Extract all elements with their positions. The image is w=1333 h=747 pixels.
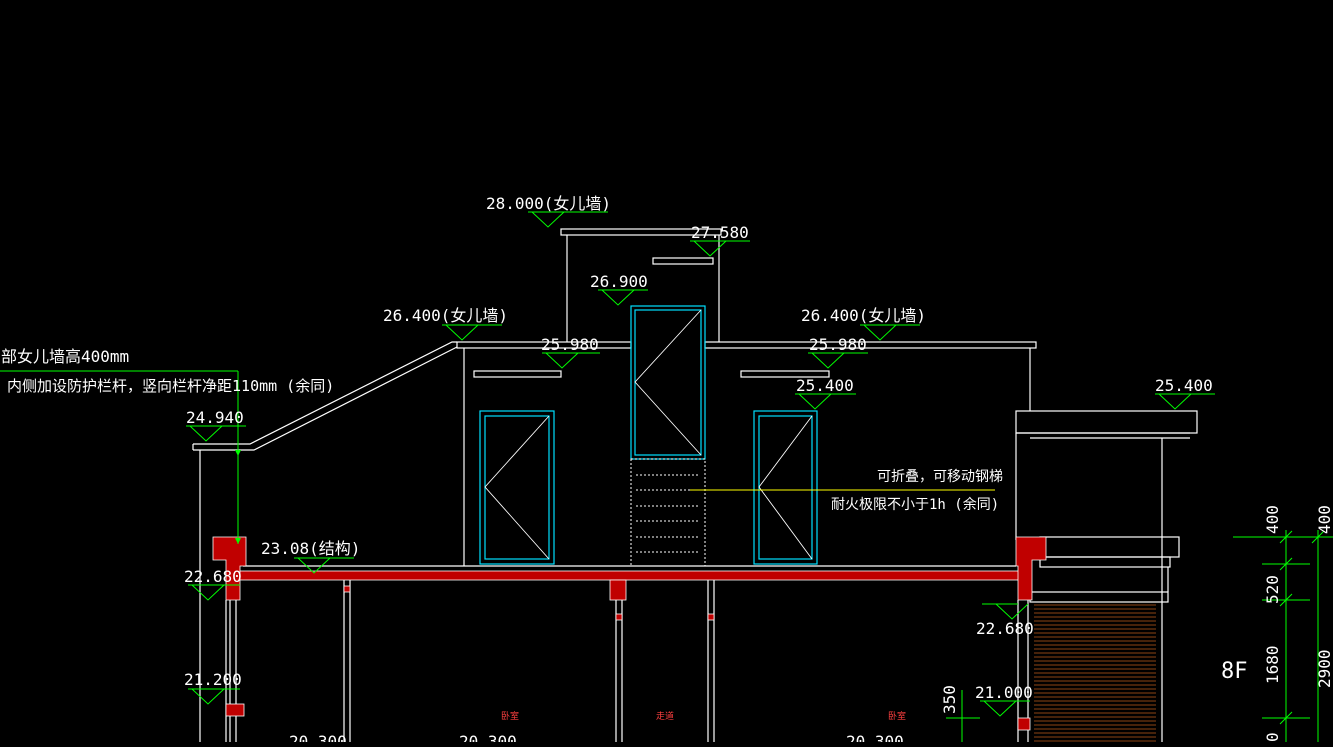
elev-stair-window-top: 26.900	[590, 272, 648, 291]
dim-0-left: 0	[1263, 732, 1282, 742]
slab-beam-mid	[609, 579, 627, 601]
canopy-slab	[652, 257, 714, 265]
terrace-floor-band-2	[1039, 556, 1171, 568]
room-label-left: 卧室	[501, 710, 519, 722]
elev-ceiling-c: 20.300	[846, 732, 904, 742]
mark-door-head-right-triangle	[798, 393, 832, 410]
stair-window	[630, 305, 706, 460]
openings	[479, 305, 818, 565]
dimension-chain	[946, 530, 1333, 742]
opening-swing-lines	[484, 309, 813, 560]
elev-ceiling-b: 20.300	[459, 732, 517, 742]
roof-slab-right	[704, 341, 1037, 349]
col-c-mark	[707, 613, 715, 621]
elev-parapet-right: 26.400(女儿墙)	[801, 306, 926, 325]
right-parapet-block	[1015, 536, 1047, 601]
mark-floor-right-triangle	[995, 603, 1029, 620]
folding-ladder	[630, 458, 706, 567]
elev-canopy: 27.580	[691, 223, 749, 242]
mark-parapet-left-triangle	[445, 324, 479, 341]
room-label-right: 卧室	[888, 710, 906, 722]
dim-520: 520	[1263, 575, 1282, 604]
mark-floor-left-triangle	[191, 584, 225, 601]
mark-roof-left-triangle	[545, 352, 579, 369]
elev-lower-right: 21.000	[975, 683, 1033, 702]
elev-floor-left: 22.680	[184, 567, 242, 586]
elev-roof-right: 25.980	[809, 335, 867, 354]
note-leader-arrow	[235, 450, 241, 456]
terrace-hatch	[1034, 604, 1156, 742]
mark-lower-right-triangle	[983, 700, 1017, 717]
terrace-floor-band	[1039, 536, 1180, 558]
lower-beam-right	[1017, 717, 1031, 731]
floor-label: 8F	[1221, 659, 1248, 684]
main-slab	[231, 570, 1029, 581]
elevation-markers	[186, 211, 1215, 717]
elev-ceiling-a: 20.300	[289, 732, 347, 742]
elev-floor-right: 22.680	[976, 619, 1034, 638]
mark-roof-right-triangle	[811, 352, 845, 369]
sloped-parapet-outer	[193, 341, 457, 445]
elev-parapet-left: 26.400(女儿墙)	[383, 306, 508, 325]
col-a-mark	[343, 585, 351, 593]
roof-beam-left	[473, 370, 562, 378]
door-left-swing	[484, 415, 550, 560]
elev-terrace-right: 25.400	[1155, 376, 1213, 395]
mark-slope-start-triangle	[189, 425, 223, 442]
mark-structure-floor-triangle	[297, 557, 331, 574]
dim-1680: 1680	[1263, 645, 1282, 684]
note-railing: 内侧加设防护栏杆，竖向栏杆净距110mm (余同)	[7, 377, 334, 395]
mark-parapet-right-triangle	[863, 324, 897, 341]
elev-door-head-right: 25.400	[796, 376, 854, 395]
mark-stair-window-top-triangle	[601, 289, 635, 306]
note-fire-rating: 耐火极限不小于1h (余同)	[831, 496, 999, 513]
elev-structure-floor: 23.08(结构)	[261, 539, 360, 558]
room-label-middle: 走道	[656, 710, 674, 722]
mark-lower-left-triangle	[191, 688, 225, 705]
door-right-swing	[758, 415, 813, 560]
note-ladder: 可折叠，可移动钢梯	[877, 469, 1003, 485]
door-left	[479, 410, 555, 565]
elev-roof-left: 25.980	[541, 335, 599, 354]
mark-terrace-right-triangle	[1158, 393, 1192, 410]
dim-400-a: 400	[1263, 505, 1282, 534]
structural-slab	[212, 536, 1047, 731]
balcony-rail	[1029, 591, 1169, 603]
roof-beam-right	[740, 370, 830, 378]
dim-400-b: 400	[1315, 505, 1333, 534]
note-parapet-height: 部女儿墙高400mm	[1, 347, 129, 366]
mark-canopy-triangle	[693, 240, 727, 257]
leaders	[0, 370, 995, 544]
elev-parapet-top: 28.000(女儿墙)	[486, 194, 611, 213]
dim-2900: 2900	[1315, 649, 1333, 688]
terrace-parapet	[1015, 410, 1198, 434]
elev-slope-start: 24.940	[186, 408, 244, 427]
left-parapet-block	[212, 536, 247, 601]
mark-parapet-top-triangle	[531, 211, 565, 228]
dim-350: 350	[940, 685, 959, 714]
stair-window-swing	[634, 309, 702, 456]
sloped-parapet-inner	[193, 346, 458, 451]
stair-tower-parapet	[560, 228, 722, 236]
door-right	[753, 410, 818, 565]
col-b-mark	[615, 613, 623, 621]
elev-lower-left: 21.200	[184, 670, 242, 689]
note-leader-arrow-2	[235, 538, 241, 544]
lower-beam-left	[225, 703, 245, 717]
